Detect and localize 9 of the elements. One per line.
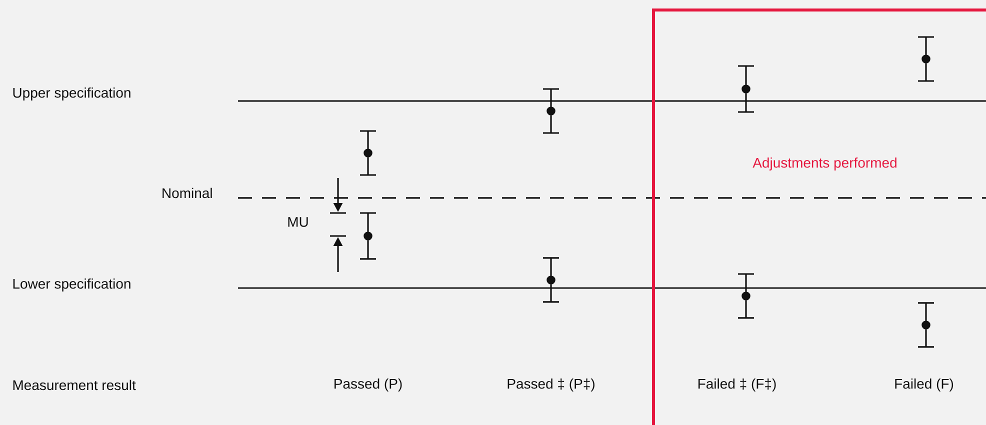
- result-label: Passed ‡ (P‡): [508, 378, 594, 392]
- row-label: Measurement result: [13, 380, 136, 390]
- result-label: Failed (F): [895, 378, 954, 392]
- limit-label: Upper specification: [13, 87, 130, 100]
- result-label: Passed (P): [334, 378, 402, 392]
- result-label: Failed ‡ (F‡): [698, 378, 776, 392]
- limit-label: Lower specification: [13, 278, 130, 292]
- dimension-label: MU: [288, 217, 308, 227]
- limit-label: Nominal: [162, 188, 212, 198]
